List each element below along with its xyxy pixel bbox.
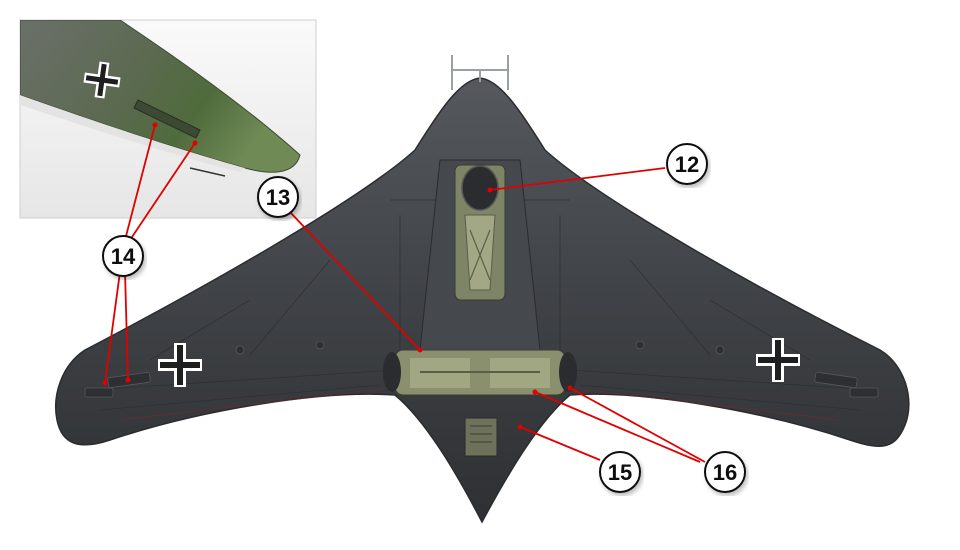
inset-access-panel (133, 99, 201, 139)
callout-15: 15 (599, 451, 641, 493)
control-surfaces (119, 387, 841, 421)
inset-wing-section (20, 20, 301, 173)
callout-label: 13 (266, 185, 290, 210)
balkenkreuz-insignia-right (756, 338, 800, 382)
leader-endpoints (102, 122, 573, 430)
rear-hatch (464, 417, 498, 457)
callout-label: 12 (675, 152, 699, 177)
callout-circle-icon (257, 176, 299, 218)
callout-14: 14 (102, 235, 144, 277)
callout-circle-icon (704, 451, 746, 493)
nose-antenna (451, 55, 509, 90)
main-gear-bays (383, 349, 577, 396)
callout-16: 16 (704, 451, 746, 493)
callout-label: 15 (608, 460, 632, 485)
callout-label: 16 (713, 460, 737, 485)
callout-circle-icon (599, 451, 641, 493)
callout-12: 12 (666, 143, 708, 185)
callout-13: 13 (257, 176, 299, 218)
leader-lines (104, 124, 706, 463)
callout-label: 14 (111, 244, 136, 269)
callout-circle-icon (666, 143, 708, 185)
balkenkreuz-insignia-left (158, 343, 202, 387)
inset-balkenkreuz (83, 61, 121, 99)
nose-gear-bay (454, 164, 506, 301)
flying-wing-aircraft (55, 55, 910, 524)
callout-circle-icon (102, 235, 144, 277)
